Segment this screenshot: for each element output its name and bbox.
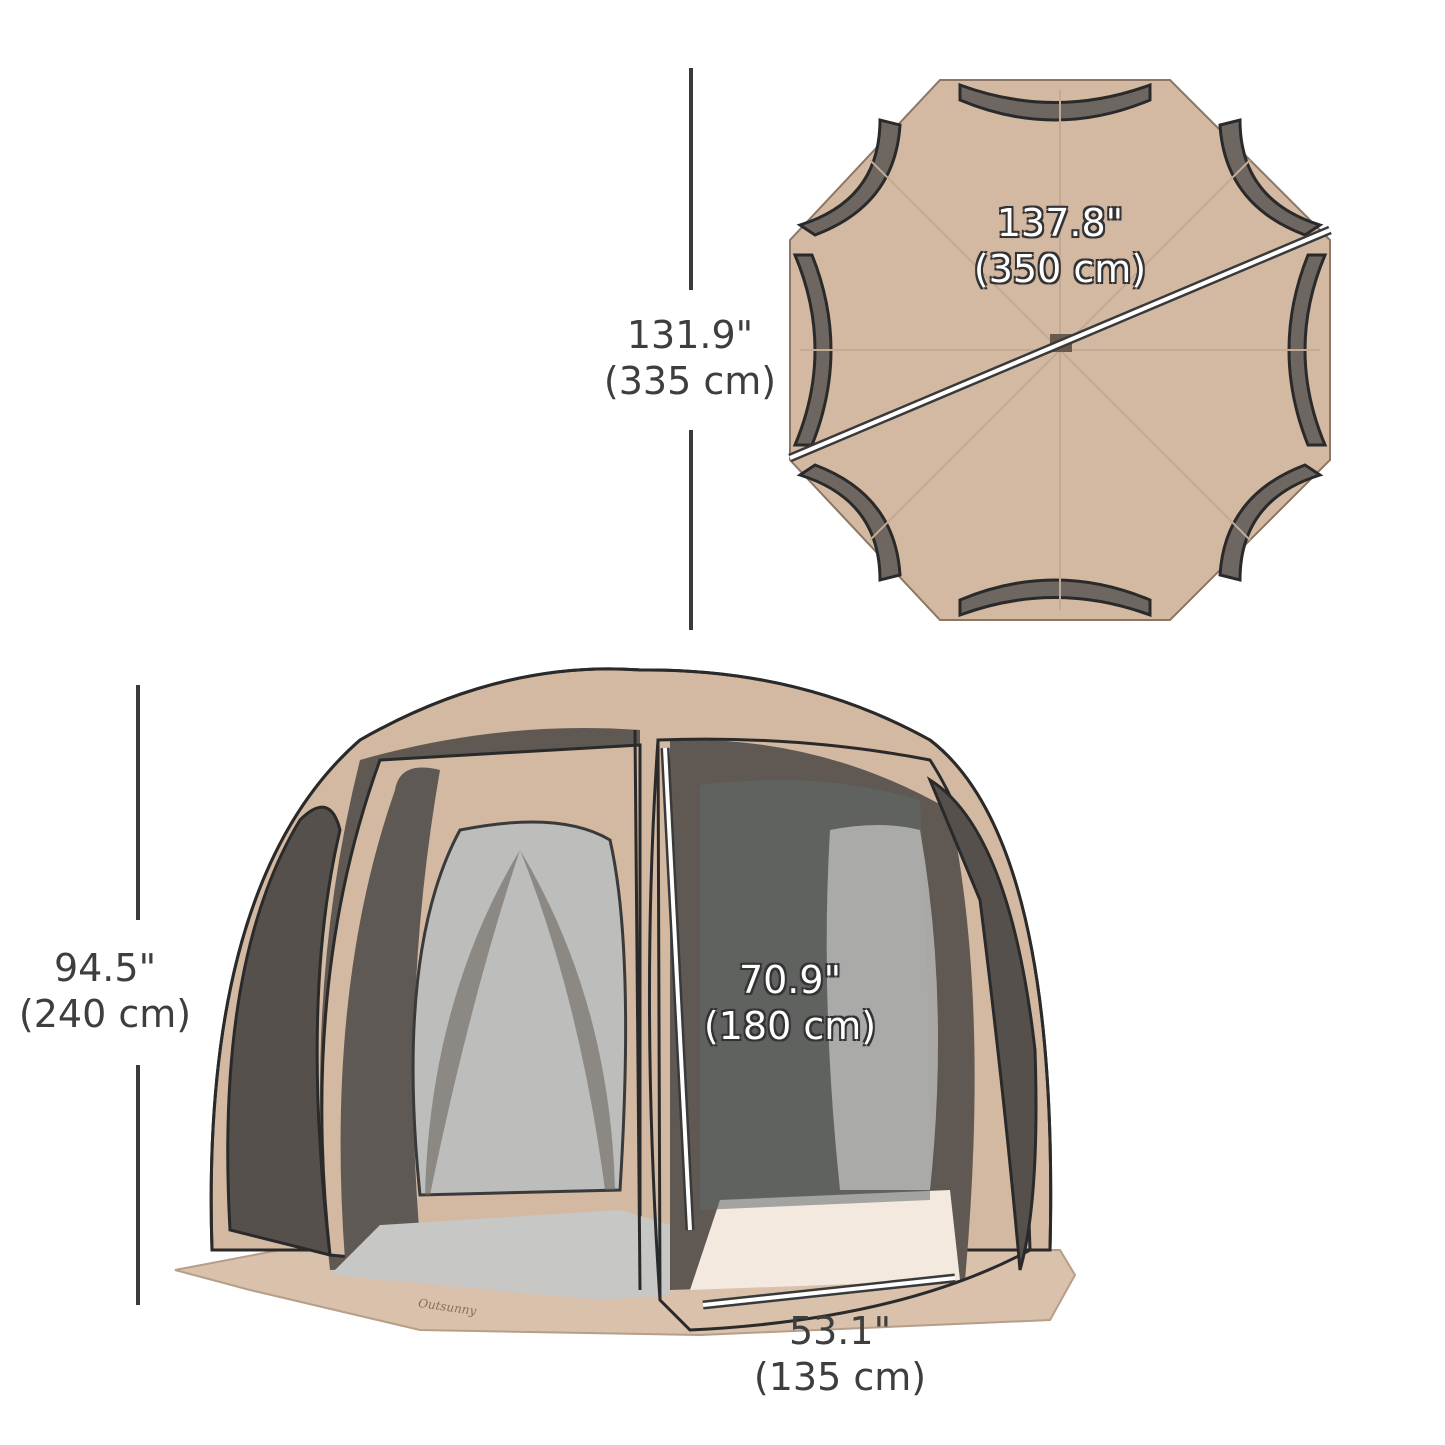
tent-top-view — [788, 79, 1332, 621]
door-width-metric: (135 cm) — [753, 1355, 927, 1399]
door-height-label: 70.9" (180 cm) — [690, 957, 890, 1049]
side-height-metric: (240 cm) — [18, 992, 192, 1036]
top-diagonal-metric: (350 cm) — [973, 247, 1147, 291]
total-height-inches: 131.9" — [626, 313, 754, 357]
top-diagonal-label: 137.8" (350 cm) — [955, 200, 1165, 292]
door-width-label: 53.1" (135 cm) — [740, 1308, 940, 1400]
door-width-inches: 53.1" — [788, 1309, 892, 1353]
door-height-inches: 70.9" — [738, 958, 842, 1002]
door-height-metric: (180 cm) — [703, 1004, 877, 1048]
top-diagonal-inches: 137.8" — [996, 201, 1124, 245]
total-height-metric: (335 cm) — [603, 359, 777, 403]
door-height-measure-line — [660, 747, 695, 1231]
side-height-label: 94.5" (240 cm) — [5, 945, 205, 1037]
side-height-inches: 94.5" — [53, 946, 157, 990]
tent-front-view — [174, 667, 1077, 1337]
door-width-measure-line — [702, 1273, 956, 1310]
total-height-label: 131.9" (335 cm) — [590, 312, 790, 404]
